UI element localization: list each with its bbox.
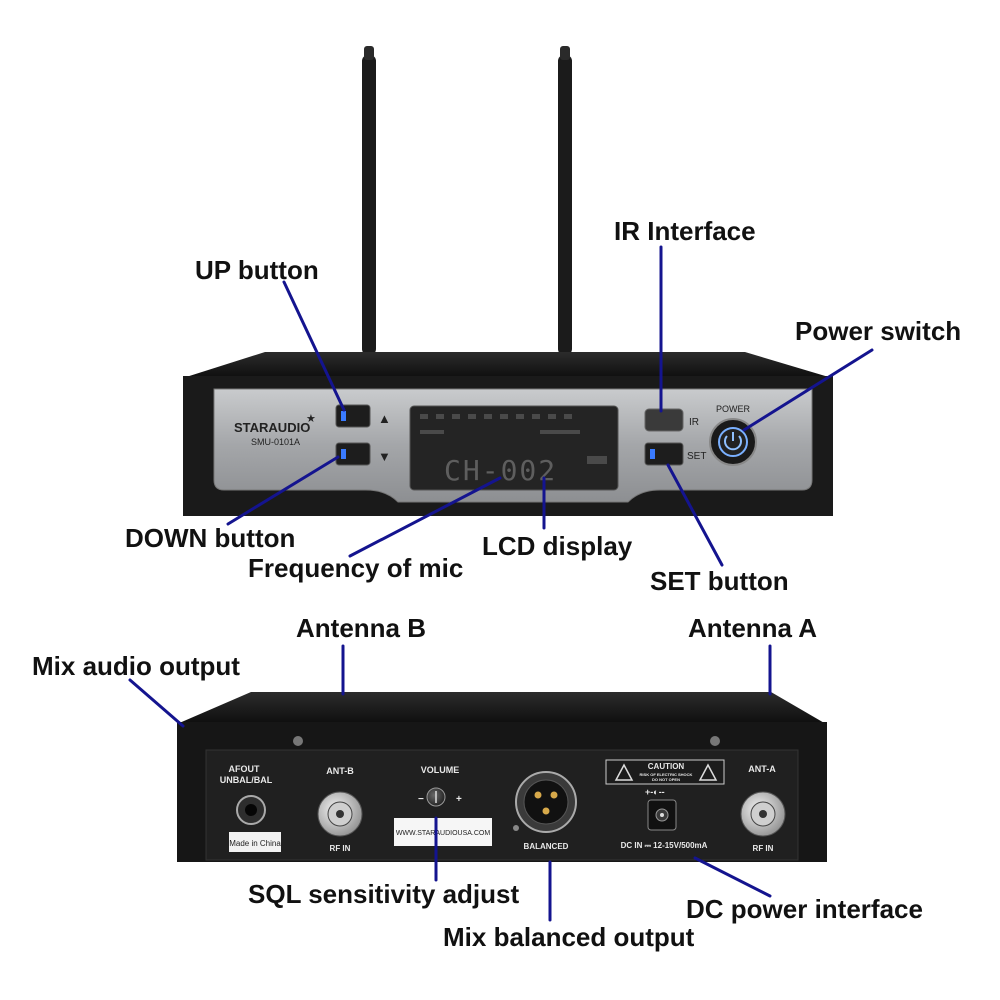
ant-b-text: ANT-B <box>326 766 354 776</box>
label-ir-interface: IR Interface <box>614 216 756 246</box>
leader-up-button <box>282 280 346 412</box>
balanced-text: BALANCED <box>524 842 569 851</box>
front-lid <box>183 352 832 378</box>
antenna-b-connector[interactable] <box>317 791 363 837</box>
label-down-button: DOWN button <box>125 523 295 553</box>
label-lcd-display: LCD display <box>482 531 633 561</box>
website-text: WWW.STARAUDIOUSA.COM <box>396 830 491 837</box>
dc-polarity-icon: +-◐-- <box>645 787 665 797</box>
made-in-text: Made in China <box>229 839 281 848</box>
screw <box>710 736 720 746</box>
caution-line2-text: DO NOT OPEN <box>652 777 680 782</box>
front-unit: STARAUDIO ★ SMU-0101A ▲ ▼ CH-00 <box>183 46 833 516</box>
lcd-segment-marks <box>420 414 607 464</box>
rf-in-b-text: RF IN <box>330 844 351 853</box>
website-sticker <box>394 818 492 846</box>
mix-audio-output-jack[interactable] <box>236 795 266 825</box>
caution-line1-text: RISK OF ELECTRIC SHOCK <box>640 772 693 777</box>
volume-text: VOLUME <box>421 765 460 775</box>
volume-plus-text: + <box>456 794 462 805</box>
label-frequency-of-mic: Frequency of mic <box>248 553 463 583</box>
leader-lines <box>128 245 874 922</box>
label-mix-audio-output: Mix audio output <box>32 651 240 681</box>
star-icon: ★ <box>306 413 316 425</box>
leader-down-button <box>226 455 340 526</box>
dc-power-jack[interactable] <box>647 799 677 831</box>
warning-icon <box>698 763 718 781</box>
afout-label: AFOUT <box>229 764 260 774</box>
rear-unit: AFOUT UNBAL/BAL Made in China ANT-B RF I… <box>177 692 827 862</box>
rf-in-a-text: RF IN <box>753 844 774 853</box>
up-arrow-icon: ▲ <box>378 411 391 426</box>
label-power-switch: Power switch <box>795 316 961 346</box>
down-arrow-icon: ▼ <box>378 449 391 464</box>
balanced-xlr-output[interactable] <box>515 771 577 833</box>
up-button[interactable] <box>335 404 371 428</box>
down-button[interactable] <box>335 442 371 466</box>
afout-sub-label: UNBAL/BAL <box>220 775 273 785</box>
power-icon <box>724 435 742 451</box>
ir-window <box>644 408 684 432</box>
leader-set-button <box>666 463 724 567</box>
screw <box>293 736 303 746</box>
leader-mix-audio <box>128 678 185 728</box>
dc-in-text: DC IN ⎓ 12-15V/500mA <box>621 841 708 850</box>
sql-sensitivity-knob[interactable] <box>426 787 446 807</box>
antenna-right <box>558 46 572 355</box>
label-antenna-a: Antenna A <box>688 613 817 643</box>
callout-labels: UP button IR Interface Power switch DOWN… <box>32 216 961 952</box>
lcd-display: CH-002 <box>409 405 619 491</box>
leader-power-switch <box>742 348 874 432</box>
label-mix-balanced-output: Mix balanced output <box>443 922 695 952</box>
antenna-left <box>362 46 376 355</box>
brand-logo: STARAUDIO <box>234 420 310 435</box>
antenna-a-connector[interactable] <box>740 791 786 837</box>
lcd-channel-text: CH-002 <box>444 454 557 487</box>
caution-title-text: CAUTION <box>648 762 685 771</box>
screw <box>513 825 519 831</box>
made-in-sticker <box>229 832 281 852</box>
volume-minus-text: − <box>418 794 424 805</box>
rear-lid <box>177 692 826 724</box>
leader-dc-power <box>693 856 772 898</box>
warning-icon <box>614 763 634 781</box>
label-set-button: SET button <box>650 566 789 596</box>
label-dc-power-interface: DC power interface <box>686 894 923 924</box>
set-text: SET <box>687 451 706 462</box>
model-number: SMU-0101A <box>251 437 300 447</box>
set-button[interactable] <box>644 442 684 466</box>
ir-text: IR <box>689 417 699 428</box>
leader-frequency <box>348 476 502 558</box>
power-text: POWER <box>716 404 751 414</box>
ant-a-text: ANT-A <box>748 764 776 774</box>
label-up-button: UP button <box>195 255 319 285</box>
label-sql-sensitivity: SQL sensitivity adjust <box>248 879 520 909</box>
label-antenna-b: Antenna B <box>296 613 426 643</box>
